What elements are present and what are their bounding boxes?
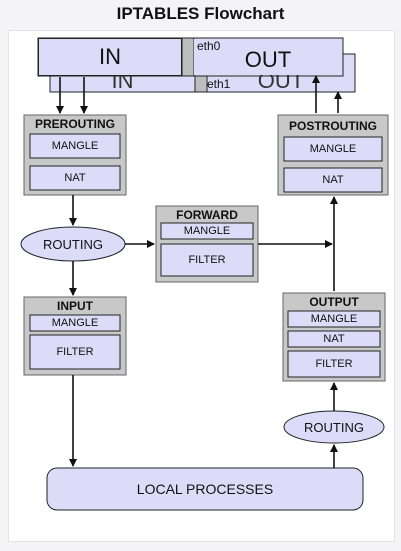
local-processes-label: LOCAL PROCESSES <box>136 481 274 497</box>
routing-left-label: ROUTING <box>43 236 103 252</box>
input-filter-label: FILTER <box>56 346 94 358</box>
output-nat-box <box>287 330 381 348</box>
flow-arrows <box>56 75 342 468</box>
input-mangle-label: MANGLE <box>51 317 99 329</box>
postrouting-title: POSTROUTING <box>288 119 377 133</box>
postrouting-mangle-label: MANGLE <box>309 143 357 155</box>
prerouting-title: PREROUTING <box>34 117 115 131</box>
eth0-label: eth0 <box>197 39 221 53</box>
input-mangle-box <box>29 314 121 332</box>
postrouting-mangle-box <box>283 136 383 162</box>
eth1-label: eth1 <box>207 77 231 91</box>
front-out-label: OUT <box>194 39 342 75</box>
output-filter-label: FILTER <box>315 358 353 370</box>
diagram-title: IPTABLES Flowchart <box>116 4 285 23</box>
postrouting-nat-label: NAT <box>322 174 344 186</box>
input-title: INPUT <box>57 299 93 313</box>
forward-filter-box <box>160 243 254 277</box>
output-mangle-box <box>287 310 381 328</box>
routing-right-label: ROUTING <box>304 419 364 435</box>
prerouting-nat-box <box>29 165 121 191</box>
forward-filter-label: FILTER <box>188 254 226 266</box>
forward-mangle-label: MANGLE <box>183 225 231 237</box>
prerouting-nat-label: NAT <box>64 172 86 184</box>
prerouting-mangle-box <box>29 133 121 159</box>
forward-mangle-box <box>160 222 254 240</box>
output-mangle-label: MANGLE <box>310 313 358 325</box>
front-in-label: IN <box>38 38 182 76</box>
prerouting-mangle-label: MANGLE <box>51 140 99 152</box>
output-filter-box <box>287 350 381 378</box>
output-title: OUTPUT <box>309 295 359 309</box>
input-filter-box <box>29 334 121 370</box>
postrouting-nat-box <box>283 167 383 193</box>
local-processes-box <box>46 467 364 511</box>
output-nat-label: NAT <box>323 333 345 345</box>
forward-title: FORWARD <box>176 207 238 222</box>
